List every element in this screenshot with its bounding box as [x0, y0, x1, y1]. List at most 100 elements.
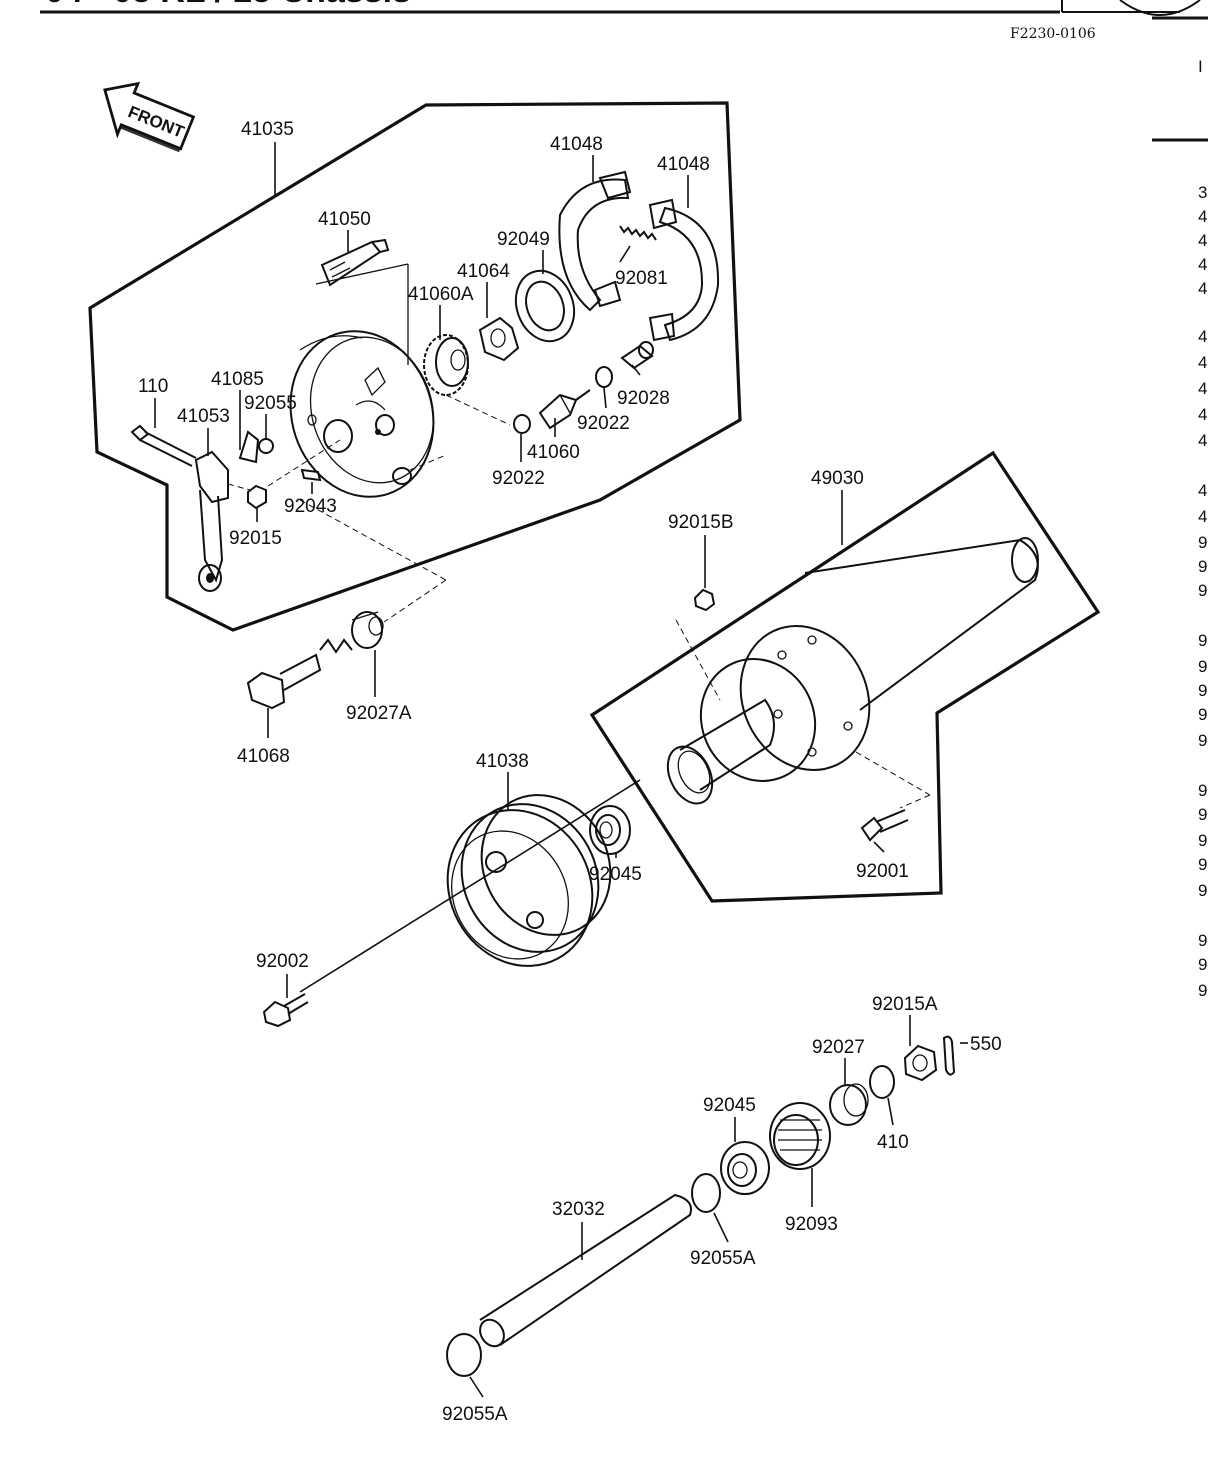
nut-92015-drawing [247, 484, 267, 510]
callout-92055: 92055 [244, 393, 297, 414]
callout-110: 110 [138, 376, 168, 397]
callout-410: 410 [877, 1132, 909, 1153]
side-ref-23: 9 [1198, 855, 1207, 874]
callout-92055A-lower: 92055A [442, 1404, 508, 1425]
reference-code: F2230-0106 [1010, 26, 1096, 42]
callout-92081: 92081 [615, 268, 668, 289]
circlip-lower-drawing [446, 1333, 482, 1377]
callout-92015: 92015 [229, 528, 282, 549]
side-ref-3: 4 [1198, 255, 1207, 274]
brake-panel-drawing [289, 330, 435, 498]
callout-49030: 49030 [811, 468, 864, 489]
callout-41035: 41035 [241, 119, 294, 140]
callout-41048-right: 41048 [657, 154, 710, 175]
callout-92045-upper: 92045 [589, 864, 642, 885]
side-ref-18: 9 [1198, 705, 1207, 724]
side-ref-24: 9 [1198, 881, 1207, 900]
side-ref-2: 4 [1198, 231, 1207, 250]
callout-92022-upper: 92022 [577, 413, 630, 434]
brake-drum-drawing [446, 794, 612, 967]
side-ref-25: 9 [1198, 931, 1207, 950]
side-ref-12: 9 [1198, 533, 1207, 552]
callout-41053: 41053 [177, 406, 230, 427]
side-ref-19: 9 [1198, 731, 1207, 750]
callout-92001: 92001 [856, 861, 909, 882]
header-title: 04 · 05 KL / 25 Chassis [45, 0, 411, 10]
side-ref-5: 4 [1198, 327, 1207, 346]
washer-upper-drawing [595, 366, 613, 388]
circlip-upper-drawing [691, 1173, 721, 1213]
axle-tube-drawing [479, 1193, 692, 1348]
side-ref-27: 9 [1198, 981, 1207, 1000]
callout-92043: 92043 [284, 496, 337, 517]
callout-92027: 92027 [812, 1037, 865, 1058]
side-ref-0: 3 [1198, 183, 1207, 202]
bearing-upper-drawing [589, 805, 631, 855]
axle-spacer-drawing [351, 611, 384, 649]
callout-labels: 41035 41048 41048 41050 92049 41064 9208… [138, 119, 1002, 1425]
callout-92028: 92028 [617, 388, 670, 409]
callout-41068: 41068 [237, 746, 290, 767]
callout-41064: 41064 [457, 261, 510, 282]
brake-spring-drawing [619, 225, 657, 241]
side-ref-13: 9 [1198, 557, 1207, 576]
side-ref-10: 4 [1198, 481, 1207, 500]
brake-lever-drawing [194, 450, 229, 592]
axle-bolt-41068-drawing [246, 653, 322, 710]
nut-92015A-drawing [903, 1044, 938, 1082]
oil-seal-drawing [514, 269, 576, 343]
callout-92045-lower: 92045 [703, 1095, 756, 1116]
page-header: 04 · 05 KL / 25 Chassis F2230-0106 [40, 0, 1208, 142]
bolt-92001-drawing [860, 809, 909, 842]
threaded-collar-drawing [769, 1102, 831, 1170]
side-ref-9: 4 [1198, 431, 1207, 450]
side-ref-14: 9 [1198, 581, 1207, 600]
brake-panel-group-outline [88, 101, 742, 632]
side-ref-15: 9 [1198, 631, 1207, 650]
pinion-drawing [538, 389, 591, 430]
callout-550: 550 [970, 1034, 1002, 1055]
callout-41060A: 41060A [408, 284, 474, 305]
brake-shoe-left-drawing [558, 170, 632, 312]
side-edge-mark: I [1198, 57, 1203, 76]
gear-retainer-drawing [478, 316, 520, 362]
callout-41050: 41050 [318, 209, 371, 230]
bolt-110-drawing [130, 424, 197, 467]
callout-32032: 32032 [552, 1199, 605, 1220]
wear-indicator-drawing [238, 430, 260, 464]
callout-92002: 92002 [256, 951, 309, 972]
callout-41038: 41038 [476, 751, 529, 772]
side-ref-20: 9 [1198, 781, 1207, 800]
cotter-pin-drawing [942, 1035, 956, 1076]
side-ref-22: 9 [1198, 831, 1207, 850]
o-ring-drawing [258, 438, 274, 454]
spacer-92027-drawing [829, 1083, 869, 1126]
callout-92015B: 92015B [668, 512, 734, 533]
side-ref-7: 4 [1198, 379, 1207, 398]
callout-41048-left: 41048 [550, 134, 603, 155]
side-ref-26: 9 [1198, 955, 1207, 974]
hub-group-outline [589, 450, 1101, 903]
side-reference-list: 3 4 4 4 4 4 4 4 4 4 4 4 9 9 9 9 9 9 9 9 … [1198, 183, 1207, 1000]
brake-shoe-right-drawing [648, 198, 720, 342]
callout-92055A-upper: 92055A [690, 1248, 756, 1269]
drive-gear-drawing [423, 334, 469, 396]
callout-92022-lower: 92022 [492, 468, 545, 489]
side-ref-11: 4 [1198, 507, 1207, 526]
washer-410-drawing [869, 1065, 895, 1099]
nut-92015B-drawing [693, 588, 716, 612]
callout-92093: 92093 [785, 1214, 838, 1235]
side-ref-16: 9 [1198, 657, 1207, 676]
hub-drawing [666, 537, 1039, 805]
side-ref-6: 4 [1198, 353, 1207, 372]
pivot-pin-drawing [620, 341, 654, 370]
callout-92015A: 92015A [872, 994, 938, 1015]
callout-92027A: 92027A [346, 703, 412, 724]
dowel-pin-drawing [300, 468, 322, 482]
washer-lower-drawing [513, 414, 531, 434]
side-ref-17: 9 [1198, 681, 1207, 700]
callout-92049: 92049 [497, 229, 550, 250]
side-ref-21: 9 [1198, 805, 1207, 824]
front-arrow-icon: FRONT [103, 81, 196, 153]
